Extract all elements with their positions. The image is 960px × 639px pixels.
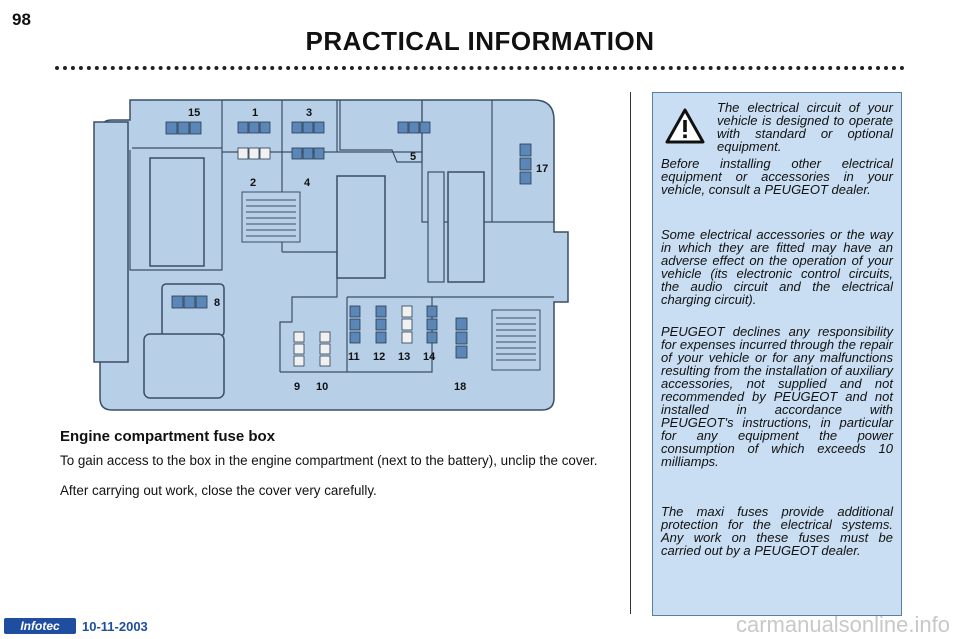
fuse-label: 2 bbox=[250, 177, 256, 189]
fuse-group-1 bbox=[237, 121, 271, 134]
watermark: carmanualsonline.info bbox=[735, 612, 950, 637]
fuse-group-11-14 bbox=[349, 305, 438, 344]
section-heading: Engine compartment fuse box bbox=[60, 428, 276, 445]
fuse-group-15 bbox=[165, 121, 202, 135]
relay-8-housing bbox=[161, 283, 225, 337]
infobox-paragraph: Before installing other electrical equip… bbox=[661, 156, 893, 197]
fuse-group-2 bbox=[237, 147, 271, 160]
relay-right-block-b bbox=[447, 171, 485, 283]
fuse-group-8 bbox=[171, 295, 208, 309]
fuse-label: 4 bbox=[304, 177, 311, 189]
fuse-group-3 bbox=[291, 121, 325, 134]
fuse-group-4 bbox=[291, 147, 325, 160]
relay-right-block-a bbox=[427, 171, 445, 283]
fuse-group-17 bbox=[519, 143, 532, 185]
fuse-group-18 bbox=[455, 317, 468, 359]
page-number: 98 bbox=[12, 10, 31, 29]
fuse-label: 15 bbox=[188, 107, 200, 119]
grille-2 bbox=[241, 191, 301, 243]
relay-15-block bbox=[149, 157, 205, 267]
fuse-label: 1 bbox=[252, 107, 258, 119]
warning-triangle-icon bbox=[665, 108, 705, 144]
fuse-label: 8 bbox=[214, 297, 220, 309]
fuse-label: 18 bbox=[454, 381, 466, 393]
fuse-label: 13 bbox=[398, 351, 410, 363]
relay-lower-left bbox=[143, 333, 225, 399]
title-dotted-rule bbox=[55, 66, 905, 70]
grille-18 bbox=[491, 309, 541, 371]
fuse-label: 14 bbox=[423, 351, 436, 363]
left-tab bbox=[93, 121, 129, 363]
fuse-group-5 bbox=[397, 121, 431, 134]
fuse-label: 17 bbox=[536, 163, 548, 175]
body-paragraph-close: After carrying out work, close the cover… bbox=[60, 483, 377, 498]
infobox-paragraph: Some electrical accessories or the way i… bbox=[661, 227, 893, 307]
body-paragraph-access: To gain access to the box in the engine … bbox=[60, 453, 598, 468]
cap-top-center bbox=[339, 100, 423, 163]
fuse-group-9-10 bbox=[293, 331, 331, 367]
footer-date: 10-11-2003 bbox=[82, 619, 148, 634]
fuse-label: 3 bbox=[306, 107, 312, 119]
fuse-box-diagram: 15 1 3 2 4 5 17 8 11 12 13 14 9 10 18 bbox=[93, 99, 569, 411]
infotec-badge: Infotec bbox=[4, 618, 76, 634]
infobox-paragraph: The maxi fuses provide additional protec… bbox=[661, 504, 893, 558]
fuse-label: 5 bbox=[410, 151, 416, 163]
fuse-label: 11 bbox=[348, 351, 360, 363]
relay-center-block bbox=[336, 175, 386, 279]
infobox-paragraph: PEUGEOT declines any responsibility for … bbox=[661, 324, 893, 469]
page-title: PRACTICAL INFORMATION bbox=[305, 26, 655, 56]
warning-info-box: The electrical circuit of your vehicle i… bbox=[652, 92, 902, 616]
fuse-label: 10 bbox=[316, 381, 328, 393]
column-divider bbox=[630, 92, 631, 614]
fuse-label: 12 bbox=[373, 351, 385, 363]
fuse-label: 9 bbox=[294, 381, 300, 393]
infobox-lead: The electrical circuit of your vehicle i… bbox=[717, 100, 893, 154]
